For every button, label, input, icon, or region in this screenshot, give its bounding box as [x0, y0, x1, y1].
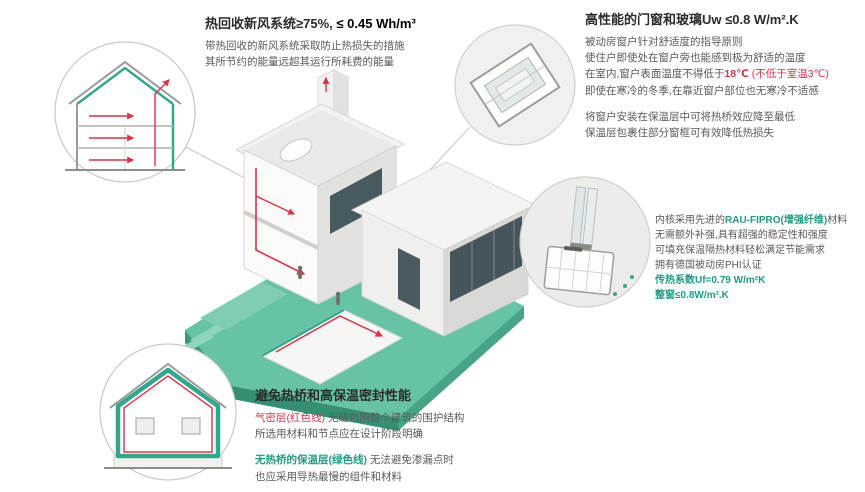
- material-brand: RAU-FIPRO(增强纤维): [725, 215, 828, 226]
- basement-duct-red-line: [275, 315, 384, 353]
- thermal-body-2: 无热桥的保温层(绿色线) 无法避免渗漏点时 也应采用导热最慢的组件和材料: [255, 452, 560, 485]
- windows-temp-value: 18℃: [724, 68, 749, 81]
- insulated-envelope-section-icon: [99, 343, 237, 481]
- heat-recovery-title: 热回收新风系统≥75%, ≤ 0.45 Wh/m³: [205, 16, 467, 33]
- section-window: [135, 417, 155, 435]
- basement-cutaway: [260, 309, 404, 385]
- insulation-green-line: [115, 367, 221, 459]
- material-window-value: 整窗≤0.8W/m².K: [655, 290, 729, 301]
- heat-recovery-block: 热回收新风系统≥75%, ≤ 0.45 Wh/m³ 带热回收的新风系统采取防止热…: [205, 16, 467, 70]
- thermal-bridge-block: 避免热桥和高保温密封性能 气密层(红色线) 无缝包围整个建筑的围护结构 所选用材…: [255, 388, 560, 492]
- airtight-layer-label: 气密层(红色线): [255, 411, 325, 424]
- thermal-body-1: 气密层(红色线) 无缝包围整个建筑的围护结构 所选用材料和节点应在设计阶段明确: [255, 410, 560, 443]
- windows-line-6: 保温层包裹住部分窗框可有效降低热损失: [585, 127, 774, 140]
- ventilation-duct-red-line: [255, 168, 306, 275]
- human-figures: [297, 265, 341, 305]
- insulation-layer-text: 无法避免渗漏点时: [369, 454, 454, 467]
- windows-title: 高性能的门窗和玻璃Uw ≤0.8 W/m².K: [585, 12, 799, 27]
- window-wall: [450, 216, 522, 302]
- airtight-layer-text: 无缝包围整个建筑的围护结构: [327, 411, 465, 424]
- entry-door: [398, 248, 420, 310]
- material-line-1: 内核采用先进的RAU-FIPRO(增强纤维)材料: [655, 213, 861, 228]
- window-corner-detail-icon: [454, 24, 576, 146]
- thermal-line-2: 所选用材料和节点应在设计阶段明确: [255, 428, 423, 441]
- windows-block: 高性能的门窗和玻璃Uw ≤0.8 W/m².K 被动房窗户针对舒适度的指导原则 …: [585, 12, 860, 141]
- material-suffix: 材料: [827, 215, 848, 226]
- windows-line-1: 被动房窗户针对舒适度的指导原则: [585, 35, 743, 48]
- material-body: 无需额外补强,具有超强的稳定性和强度 可填充保温隔热材料轻松满足节能需求 拥有德…: [655, 228, 861, 303]
- airflow-red-arrows: [89, 79, 170, 164]
- material-prefix: 内核采用先进的: [655, 215, 725, 226]
- insulation-layer-label: 无热桥的保温层(绿色线): [255, 454, 367, 467]
- material-u-value: 传热系数Uf=0.79 W/m²K: [655, 275, 766, 286]
- thermal-title: 避免热桥和高保温密封性能: [255, 388, 412, 403]
- heat-recovery-line-1: 带热回收的新风系统采取防止热损失的措施: [205, 39, 405, 52]
- windows-body-1: 被动房窗户针对舒适度的指导原则 使住户即使处在窗户旁也能感到极为舒适的温度 在室…: [585, 34, 860, 99]
- airtight-red-line: [123, 375, 213, 453]
- windows-body-2: 将窗户安装在保温层中可将热桥效应降至最低 保温层包裹住部分窗框可有效降低热损失: [585, 109, 860, 142]
- thermal-line-4: 也应采用导热最慢的组件和材料: [255, 470, 402, 483]
- material-line-3: 可填充保温隔热材料轻松满足节能需求: [655, 245, 825, 256]
- ventilation-section-icon: [54, 41, 196, 183]
- heat-recovery-line-2: 其所节约的能量远超其运行所耗费的能量: [205, 56, 394, 69]
- heat-recovery-title-text: 热回收新风系统≥75%,: [205, 16, 333, 31]
- glazed-facade-band: [330, 168, 382, 234]
- material-line-2: 无需额外补强,具有超强的稳定性和强度: [655, 230, 828, 241]
- material-line-4: 拥有德国被动房PHI认证: [655, 260, 762, 271]
- windows-line-2: 使住户即使处在窗户旁也能感到极为舒适的温度: [585, 52, 806, 65]
- material-block: 内核采用先进的RAU-FIPRO(增强纤维)材料 无需额外补强,具有超强的稳定性…: [655, 213, 861, 303]
- windows-temp-prefix: 在室内,窗户表面温度不得低于: [585, 68, 725, 81]
- house-volume-left-cutaway: [234, 103, 406, 305]
- windows-line-4: 即使在寒冷的冬季,在靠近窗户部位也无寒冷不适感: [585, 84, 819, 97]
- house-volume-right: [350, 161, 542, 337]
- heat-recovery-body: 带热回收的新风系统采取防止热损失的措施 其所节约的能量远超其运行所耗费的能量: [205, 38, 467, 71]
- windows-temp-note: (不低于室温3℃): [751, 68, 829, 81]
- bathtub: [279, 138, 313, 162]
- heat-recovery-title-value: ≤ 0.45 Wh/m³: [336, 16, 416, 31]
- window-profile-section-icon: [519, 176, 651, 308]
- windows-line-5: 将窗户安装在保温层中可将热桥效应降至最低: [585, 110, 795, 123]
